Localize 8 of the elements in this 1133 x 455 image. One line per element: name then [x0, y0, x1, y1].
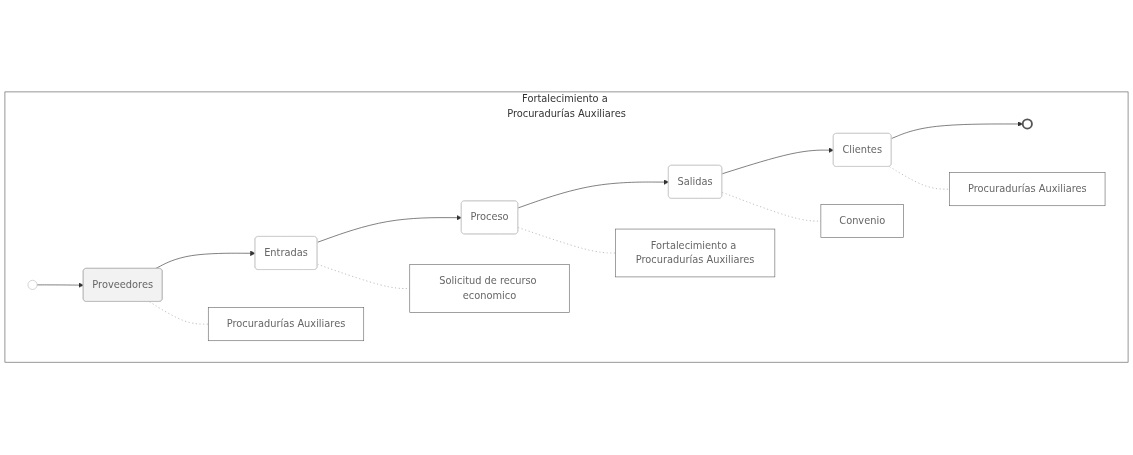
node-box: Procuradurías Auxiliares — [207, 307, 365, 342]
node-circle — [27, 280, 38, 291]
connector — [149, 301, 209, 325]
node-box: Solicitud de recurso economico — [409, 264, 570, 314]
node-box: Procuradurías Auxiliares — [949, 172, 1106, 207]
node-box: Fortalecimiento a Procuradurías Auxiliares — [615, 229, 776, 278]
node-circle — [1021, 118, 1033, 130]
node-box: Convenio — [820, 204, 904, 239]
